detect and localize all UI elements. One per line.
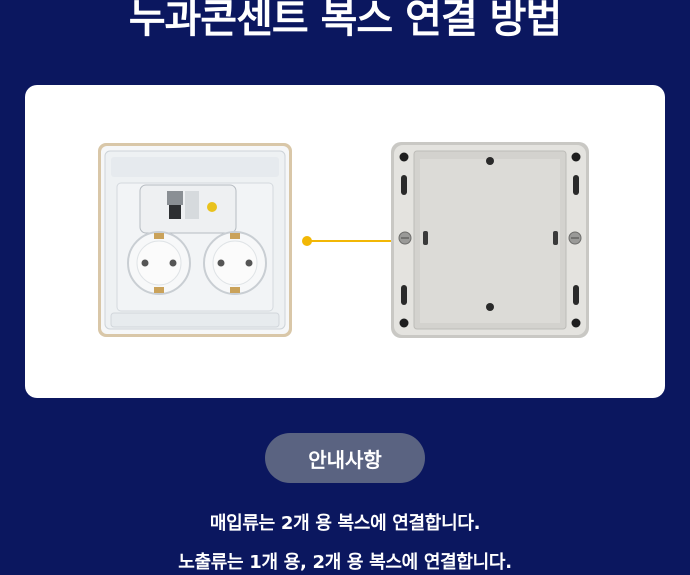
notice-badge: 안내사항: [265, 433, 425, 483]
notice-line-2: 노출류는 1개 용, 2개 용 복스에 연결합니다.: [178, 552, 512, 573]
illustration-card: [25, 85, 665, 398]
notice-line-1: 매입류는 2개 용 복스에 연결합니다.: [209, 513, 481, 534]
junction-box-image: [391, 142, 589, 338]
page-title: 누과콘센트 복스 연결 방법: [128, 0, 563, 42]
waterproof-outlet-image: [98, 143, 292, 337]
illustration: [98, 142, 589, 338]
